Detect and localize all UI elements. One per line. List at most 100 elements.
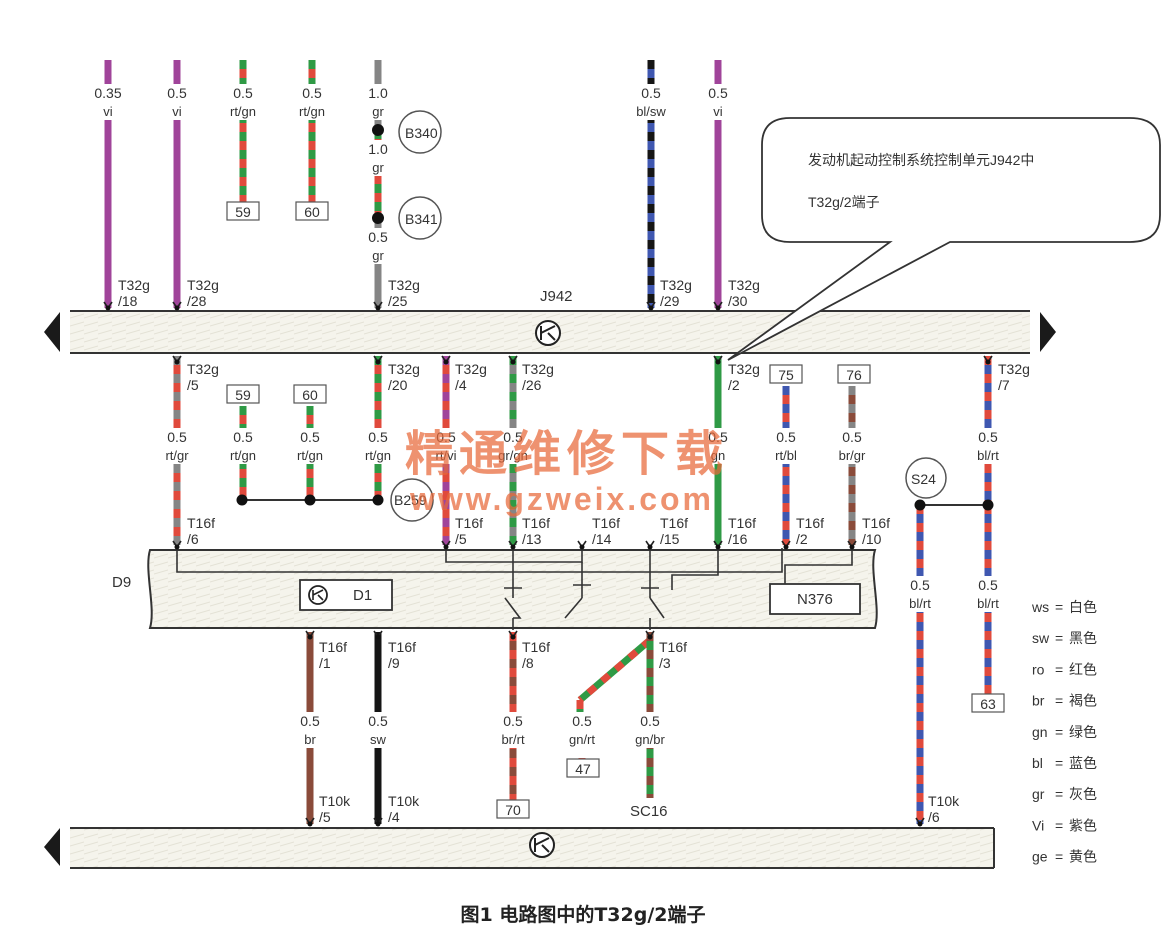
legend-equals: = [1055,661,1063,677]
wire-w3-color: rt/gn [230,104,256,119]
pin-w7-a: T32g [728,277,760,293]
figure-caption: 图1 电路图中的T32g/2端子 [460,904,706,926]
pin-dot [443,359,449,365]
ground-symbol-icon [529,832,555,858]
pin-dot [648,305,654,311]
wire-w1-label-bg [86,84,130,120]
wire-m5-label-bg [424,428,468,464]
legend-meaning: 白色 [1069,599,1097,615]
wire-w3-size: 0.5 [233,85,253,101]
legend-equals: = [1055,630,1063,646]
wire-m1-size: 0.5 [167,429,187,445]
pin-dot [985,359,991,365]
wire-m2-color: rt/gn [230,448,256,463]
legend-meaning: 蓝色 [1069,755,1097,771]
legend-meaning: 黑色 [1069,630,1097,646]
wire-m1-label-bg [155,428,199,464]
ref-60-mid-label: 60 [302,387,318,403]
legend-code: sw [1032,630,1050,646]
legend-code: gr [1032,786,1045,802]
pin-dot [510,544,516,550]
j942-band: J942 [44,288,1056,354]
legend-code: ro [1032,661,1045,677]
pin-m1-b: /5 [187,377,199,393]
pin2-m5-a: T16f [455,515,483,531]
pin-m1-a: T32g [187,361,219,377]
splice-node [372,124,384,136]
pin-b5-a: T16f [659,639,687,655]
wire-w5c-size: 0.5 [368,229,388,245]
watermark: 精通维修下载 www.gzweix.com [405,428,723,517]
pin-w2-a: T32g [187,277,219,293]
wire-b3-size: 0.5 [503,713,523,729]
ref-47-box [566,758,600,778]
pin2-m11-b: /10 [862,531,882,547]
pin2-m6-b: /13 [522,531,542,547]
wire-b4-label-bg [560,712,604,748]
legend-code: bl [1032,755,1043,771]
callout-line1: 发动机起动控制系统控制单元J942中 [808,152,1034,168]
wire-m6-label-bg [491,428,535,464]
pin-b1-a: T16f [319,639,347,655]
wire-b7-color: bl/rt [977,596,999,611]
wire-b5-color: gn/br [635,732,665,747]
pin2-m1-a: T16f [187,515,215,531]
ref-60-mid-box [293,384,327,404]
wire-b6-color: bl/rt [909,596,931,611]
pin2-m5-b: /5 [455,531,467,547]
legend-equals: = [1055,599,1063,615]
pin2-m9-b: /16 [728,531,748,547]
wire-b4-size: 0.5 [572,713,592,729]
legend-code: br [1032,693,1045,709]
pin-dot [105,305,111,311]
node-b340-label: B340 [405,125,438,141]
pin-dot [510,359,516,365]
pin-dot [715,544,721,550]
ref-47-label: 47 [575,761,591,777]
wire-m6-color: gr/gn [498,448,528,463]
legend-equals: = [1055,849,1063,865]
wire-m3-color: rt/gn [297,448,323,463]
legend-meaning: 灰色 [1069,786,1097,802]
wire-m11-size: 0.5 [842,429,862,445]
pin-m12-b: /7 [998,377,1010,393]
wire-w3-label-bg [221,84,265,120]
wire-w5c-color: gr [372,248,384,263]
legend-meaning: 红色 [1069,661,1097,677]
legend-equals: = [1055,693,1063,709]
pin-dot [307,821,313,827]
pin-dot [375,305,381,311]
wire-b2-label-bg [356,712,400,748]
legend-code: ws [1031,599,1049,615]
pin-w6-a: T32g [660,277,692,293]
pin-dot [715,305,721,311]
ref-76-box [837,364,871,384]
pin2-m10-a: T16f [796,515,824,531]
pin-dot [917,821,923,827]
node-s24: S24 [905,457,947,499]
pin-dot [174,305,180,311]
legend-equals: = [1055,786,1063,802]
legend-code: ge [1032,849,1048,865]
pin-dot [783,544,789,550]
ref-sc16: SC16 [630,803,668,820]
pin2-m8-a: T16f [660,515,688,531]
ground-symbol-icon [535,320,561,346]
wire-m9-color: gn [711,448,725,463]
ref-60-top-box [295,201,329,221]
pin2-m9-a: T16f [728,515,756,531]
wire-w1-size: 0.35 [94,85,121,101]
wire-m5-color: rt/vi [436,448,457,463]
wire-w6-color: bl/sw [636,104,666,119]
legend-meaning: 黄色 [1069,849,1097,865]
wire-b7-size: 0.5 [978,577,998,593]
pin-dot [510,634,516,640]
pin-w5-b: /25 [388,293,408,309]
wire-w4-size: 0.5 [302,85,322,101]
d9-label: D9 [112,574,131,591]
pin2-b1-b: /5 [319,809,331,825]
pin-dot [375,821,381,827]
ref-70-box [496,799,530,819]
pin-dot [443,544,449,550]
